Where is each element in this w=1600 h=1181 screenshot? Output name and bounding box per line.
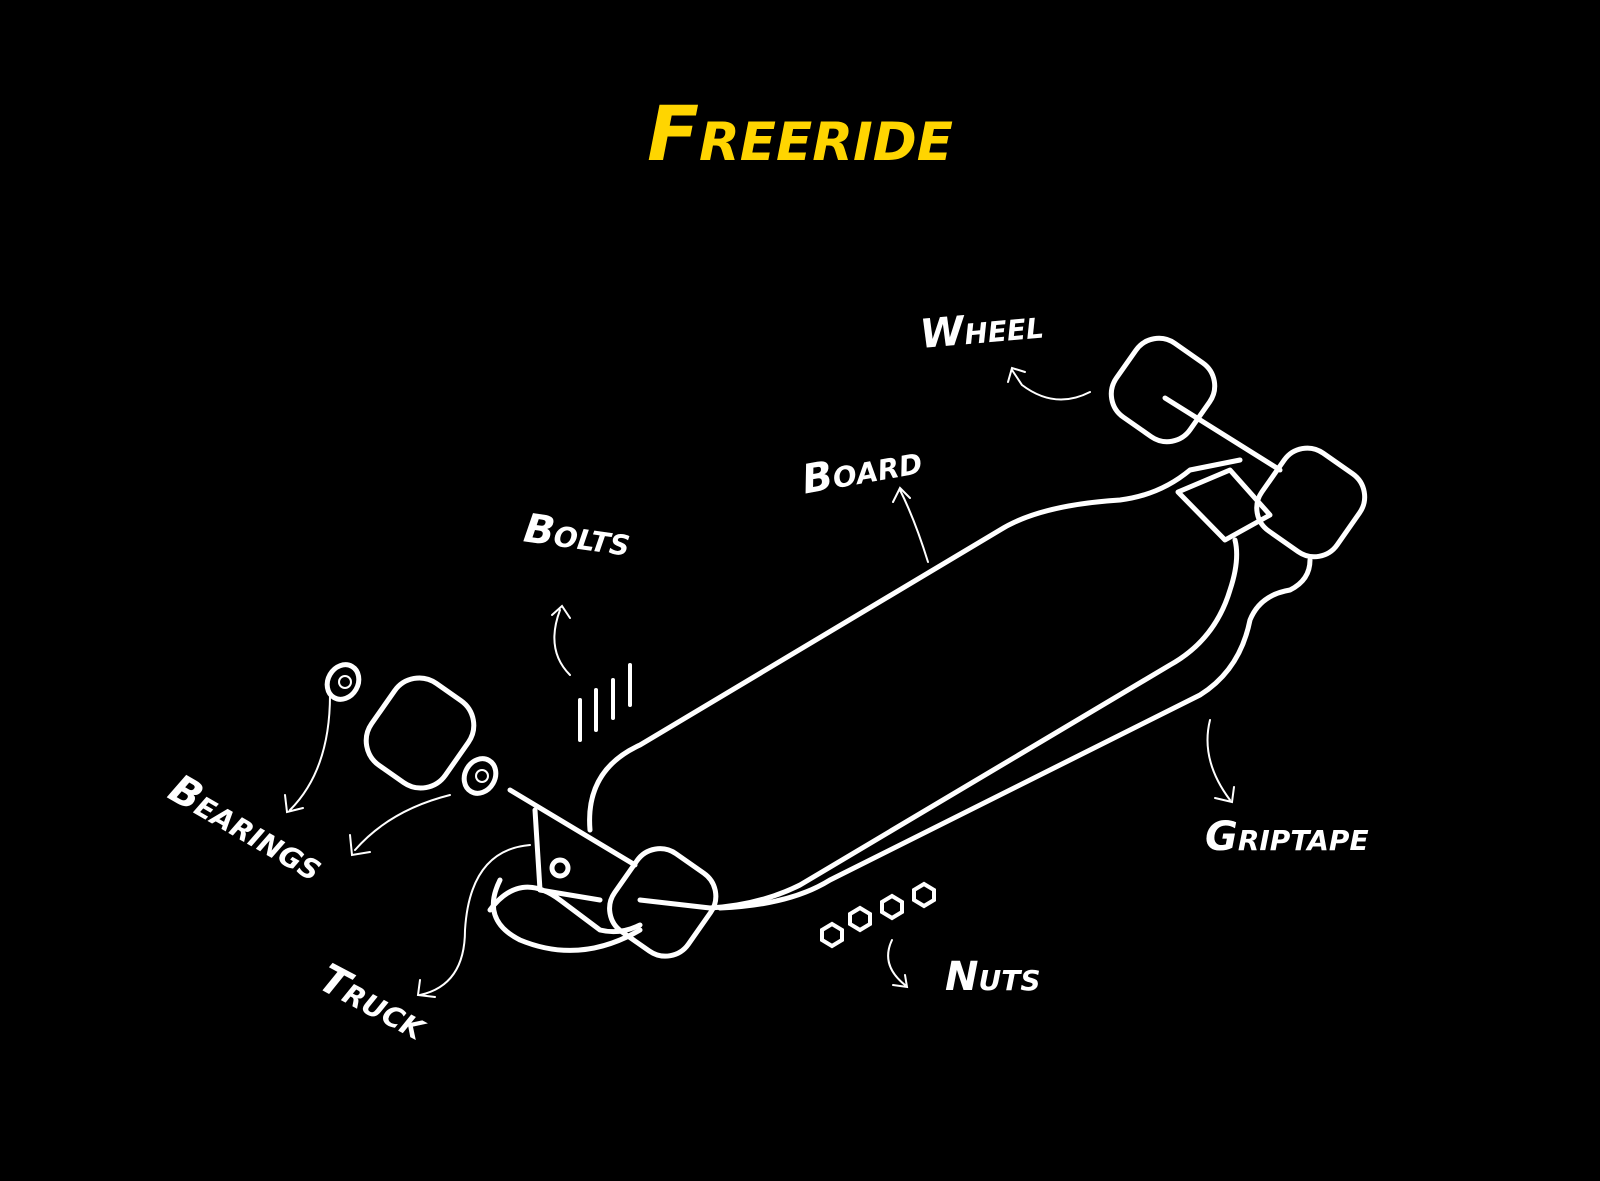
label-griptape: Griptape: [1205, 814, 1369, 860]
board-outline: [587, 457, 1243, 911]
arrows: [284, 366, 1235, 998]
rear-truck: [1108, 335, 1368, 560]
label-bolts: Bolts: [521, 505, 633, 565]
label-wheel: Wheel: [918, 301, 1045, 358]
bearing-1: [324, 662, 362, 702]
label-truck: Truck: [312, 955, 436, 1050]
label-nuts: Nuts: [945, 954, 1040, 1000]
nuts-icon: [820, 881, 936, 949]
label-bearings: Bearings: [161, 766, 331, 891]
front-truck: [487, 787, 719, 959]
title: Freeride: [647, 89, 953, 178]
loose-wheel: [363, 675, 477, 791]
bearing-2: [461, 756, 499, 796]
griptape-outline: [717, 557, 1313, 911]
bolts-icon: [578, 663, 632, 742]
